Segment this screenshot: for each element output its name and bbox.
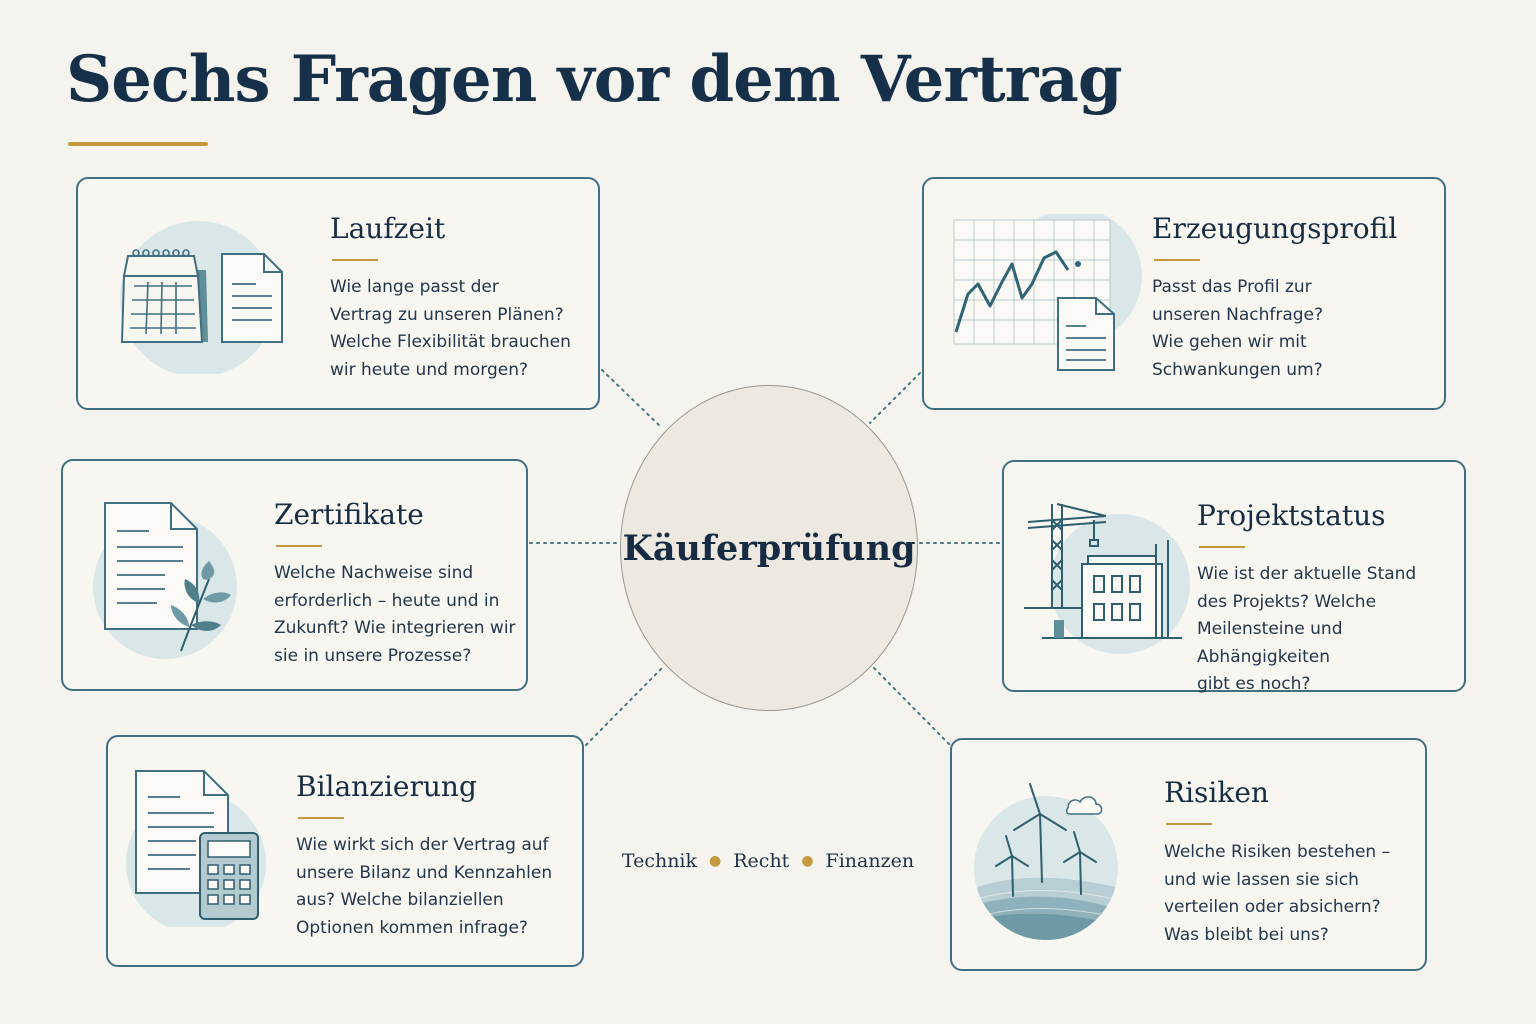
- card-title: Laufzeit: [330, 212, 446, 245]
- card-text: Welche Nachweise sind erforderlich – heu…: [274, 563, 516, 666]
- connector-erzeugungsprofil: [869, 372, 921, 424]
- connector-bilanzierung: [585, 667, 663, 746]
- card-accent: [1166, 823, 1212, 825]
- discipline-finanzen: Finanzen: [825, 850, 915, 872]
- card-risiken: Risiken Welche Risiken bestehen – und wi…: [950, 738, 1427, 971]
- calculator-document-icon: [126, 770, 266, 927]
- card-title: Projektstatus: [1197, 499, 1386, 532]
- certificate-leaf-icon: [93, 502, 237, 659]
- card-text: Welche Risiken bestehen – und wie lassen…: [1164, 842, 1391, 945]
- card-text: Wie wirkt sich der Vertrag auf unsere Bi…: [296, 835, 553, 938]
- card-accent: [298, 817, 344, 819]
- calendar-document-icon: [120, 221, 283, 374]
- card-accent: [332, 259, 378, 261]
- wind-turbines-icon: [974, 783, 1118, 940]
- card-title: Zertifikate: [274, 498, 424, 531]
- line-chart-document-icon: [953, 214, 1142, 371]
- card-erzeugungsprofil: Erzeugungsprofil Passt das Profil zur un…: [922, 177, 1446, 410]
- hub-label: Käuferprüfung: [622, 527, 916, 569]
- card-accent: [1154, 259, 1200, 261]
- card-laufzeit: Laufzeit Wie lange passt der Vertrag zu …: [76, 177, 600, 410]
- central-hub: Käuferprüfung: [620, 385, 918, 711]
- card-text: Wie ist der aktuelle Stand des Projekts?…: [1197, 564, 1417, 694]
- card-text: Wie lange passt der Vertrag zu unseren P…: [330, 277, 571, 380]
- discipline-recht: Recht: [733, 850, 790, 872]
- card-title: Bilanzierung: [296, 770, 477, 803]
- card-accent: [276, 545, 322, 547]
- page-title: Sechs Fragen vor dem Vertrag: [66, 42, 1123, 117]
- card-accent: [1199, 546, 1245, 548]
- separator-dot: ●: [709, 853, 722, 869]
- discipline-technik: Technik: [621, 850, 698, 872]
- card-zertifikate: Zertifikate Welche Nachweise sind erford…: [61, 459, 528, 691]
- construction-crane-icon: [1024, 503, 1190, 654]
- card-title: Risiken: [1164, 776, 1269, 809]
- card-projektstatus: Projektstatus Wie ist der aktuelle Stand…: [1002, 460, 1466, 694]
- separator-dot: ●: [801, 853, 814, 869]
- disciplines-row: Technik ● Recht ● Finanzen: [600, 850, 936, 872]
- card-text: Passt das Profil zur unseren Nachfrage? …: [1152, 277, 1324, 380]
- connector-laufzeit: [601, 369, 663, 429]
- title-underline: [68, 142, 208, 146]
- card-bilanzierung: Bilanzierung Wie wirkt sich der Vertrag …: [106, 735, 584, 967]
- card-title: Erzeugungsprofil: [1152, 212, 1398, 245]
- connector-risiken: [873, 667, 951, 746]
